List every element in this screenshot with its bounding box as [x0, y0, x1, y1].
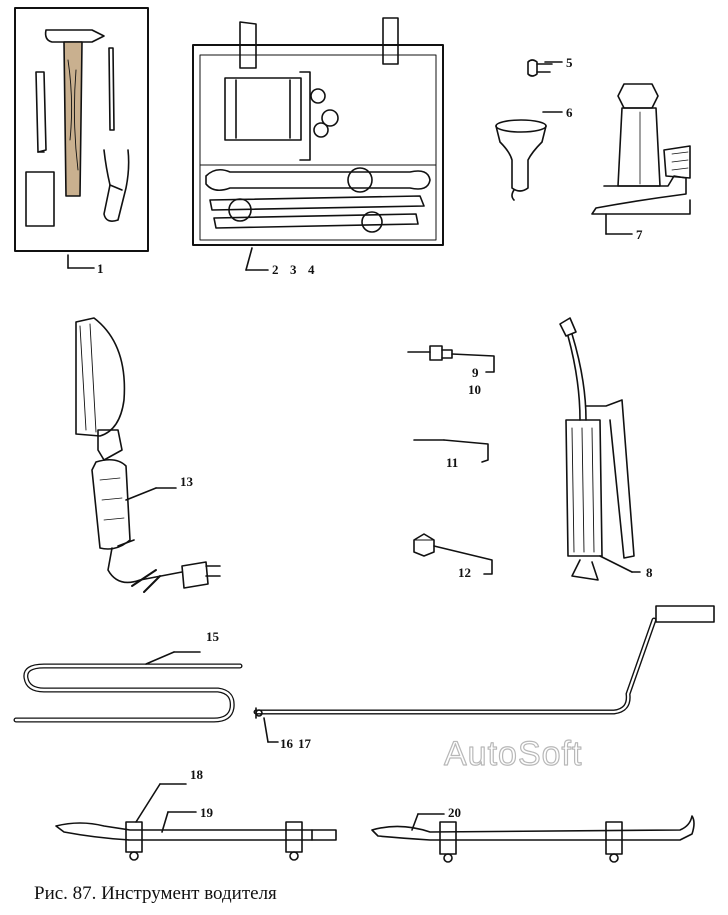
leader-20: [411, 813, 419, 831]
label-9: 9: [472, 365, 479, 380]
leader-12: [433, 545, 493, 575]
label-15: 15: [206, 629, 220, 644]
label-6: 6: [566, 105, 573, 120]
leader-9-10: [451, 353, 495, 373]
crank-handle: [253, 605, 715, 719]
label-13: 13: [180, 474, 194, 489]
leader-16-17: [263, 717, 269, 743]
tire-lever-left: [55, 821, 337, 861]
leader-8: [599, 555, 633, 573]
label-16: 16: [280, 736, 294, 751]
leader-15: [145, 651, 175, 665]
label-11: 11: [446, 455, 458, 470]
figure-caption: Рис. 87. Инструмент водителя: [34, 883, 277, 904]
label-8: 8: [646, 565, 653, 580]
nut: [413, 533, 435, 557]
label-4: 4: [308, 262, 315, 277]
label-3: 3: [290, 262, 297, 277]
label-20: 20: [448, 805, 461, 820]
nipple-fitting: [407, 345, 453, 361]
label-7: 7: [636, 227, 643, 242]
label-17: 17: [298, 736, 312, 751]
tool-pouch: [14, 7, 149, 252]
label-18: 18: [190, 767, 204, 782]
label-10: 10: [468, 382, 481, 397]
leader-13: [125, 487, 157, 501]
leader-2-4: [245, 247, 253, 271]
hydraulic-jack: [591, 83, 691, 215]
leader-19: [161, 811, 169, 833]
tire-lever-right: [371, 815, 695, 863]
tool-bag: [192, 17, 444, 246]
bulb: [527, 59, 553, 77]
leader-11: [443, 439, 489, 463]
label-5: 5: [566, 55, 573, 70]
leader-18: [135, 783, 161, 823]
label-1: 1: [97, 261, 104, 276]
watermark: AutoSoft: [444, 735, 582, 773]
label-12: 12: [458, 565, 471, 580]
label-2: 2: [272, 262, 279, 277]
funnel: [495, 119, 547, 201]
grease-gun: [559, 317, 635, 581]
inspection-lamp: [75, 317, 221, 593]
label-19: 19: [200, 805, 214, 820]
bent-wire: [13, 663, 243, 723]
